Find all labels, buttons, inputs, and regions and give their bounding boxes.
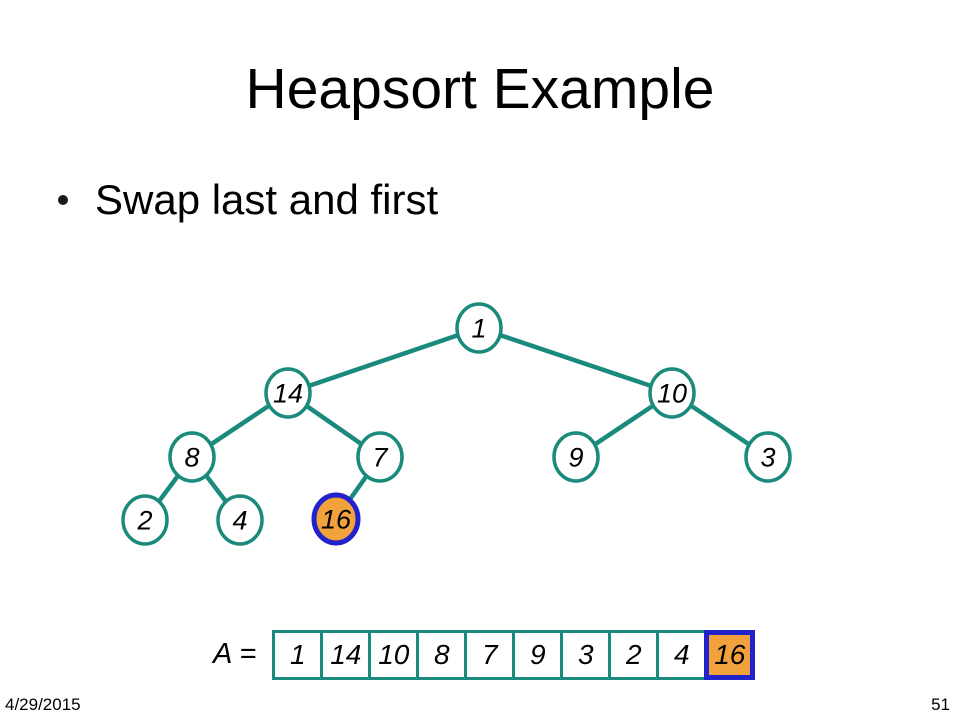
array-cell: 2	[611, 633, 660, 677]
tree-node-9: 9	[552, 431, 600, 483]
tree-edge	[334, 455, 382, 521]
svg-text:9: 9	[568, 442, 583, 472]
svg-text:7: 7	[372, 442, 388, 472]
footer-date: 4/29/2015	[5, 695, 81, 714]
array-cell: 4	[659, 633, 708, 677]
tree-node-7: 7	[356, 431, 404, 483]
tree-node-16: 16	[311, 492, 361, 546]
array-cell: 14	[323, 633, 372, 677]
array-cell: 1	[275, 633, 324, 677]
tree-node-10: 10	[648, 367, 696, 419]
tree-edge	[574, 391, 674, 459]
svg-text:4: 4	[232, 505, 247, 535]
array-cell: 8	[419, 633, 468, 677]
tree-node-3: 3	[744, 431, 792, 483]
svg-text:10: 10	[657, 378, 687, 408]
svg-text:14: 14	[273, 378, 303, 408]
bullet-text: Swap last and first	[95, 176, 439, 223]
array-label: A =	[213, 637, 257, 670]
svg-text:2: 2	[136, 505, 152, 535]
page-title: Heapsort Example	[245, 57, 715, 121]
tree-edge	[286, 391, 382, 459]
tree-edge	[478, 325, 673, 396]
svg-text:1: 1	[471, 313, 486, 343]
array-cell: 3	[563, 633, 612, 677]
svg-text:16: 16	[321, 504, 352, 534]
bullet-icon	[58, 195, 68, 205]
tree-node-1: 1	[455, 302, 503, 354]
svg-text:3: 3	[760, 442, 775, 472]
tree-node-14: 14	[264, 367, 312, 419]
tree-edge	[190, 391, 290, 459]
tree-edge	[143, 455, 194, 522]
tree-edge	[287, 325, 480, 396]
footer-page-number: 51	[931, 695, 950, 714]
bullet-item: Swap last and first	[58, 176, 438, 224]
tree-edge	[670, 391, 770, 459]
tree-edge	[190, 455, 242, 522]
tree-node-8: 8	[168, 431, 216, 483]
array-cell: 9	[515, 633, 564, 677]
array-cell-highlighted: 16	[704, 630, 756, 680]
tree-node-2: 2	[121, 494, 169, 546]
array-cell: 7	[467, 633, 516, 677]
tree-node-4: 4	[216, 494, 264, 546]
array-cell: 10	[371, 633, 420, 677]
svg-text:8: 8	[184, 442, 199, 472]
